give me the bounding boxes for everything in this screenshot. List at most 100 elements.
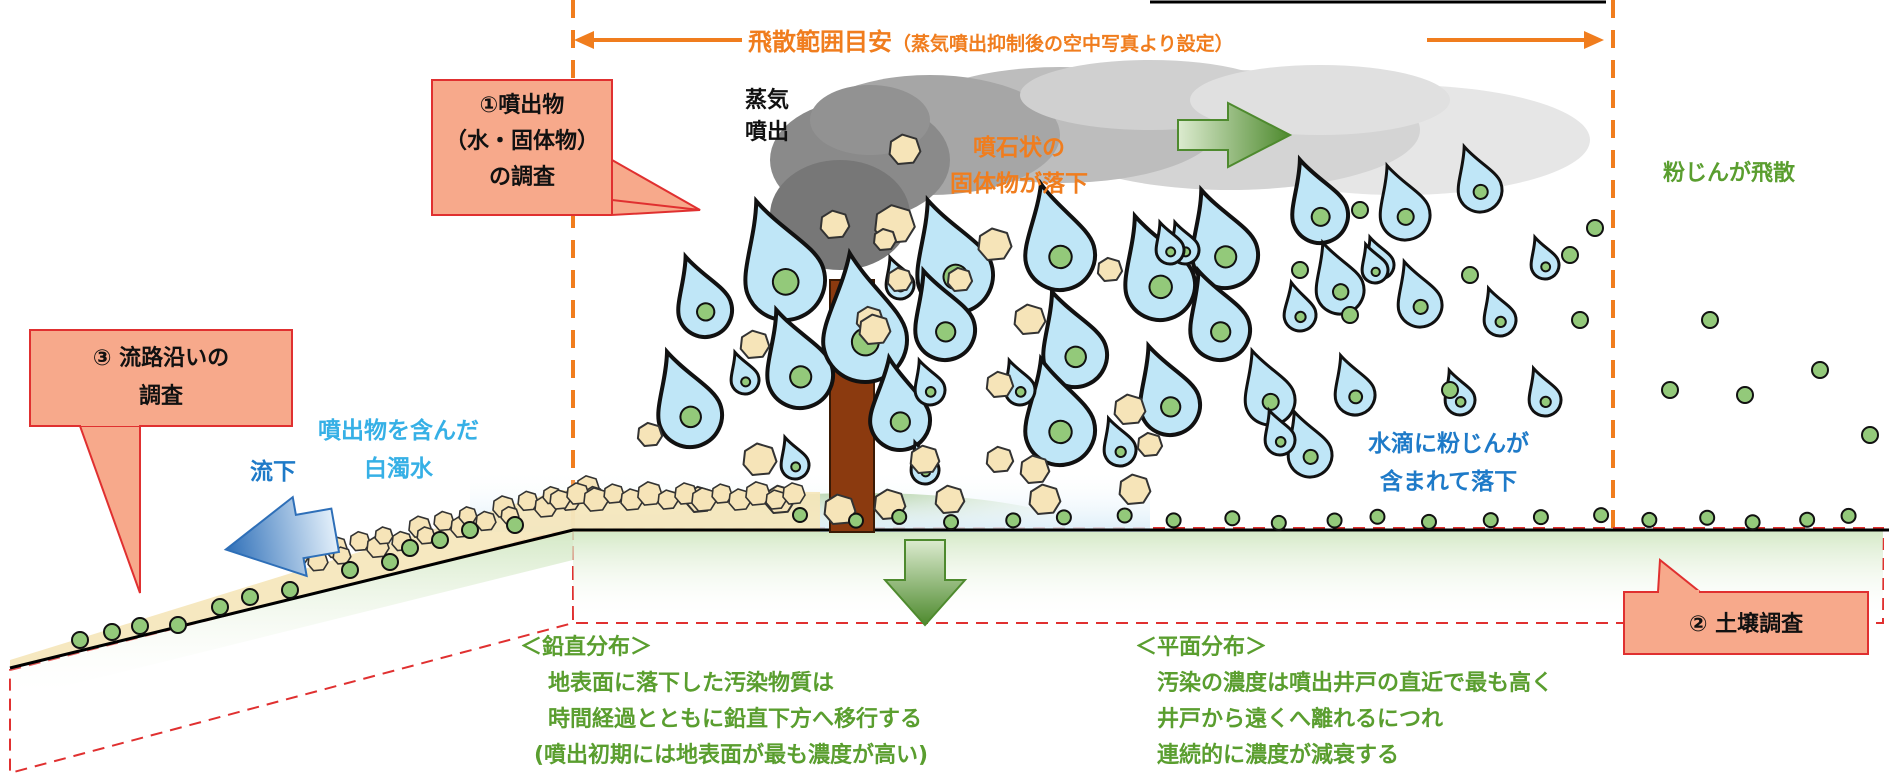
callout-1-line: ①噴出物 xyxy=(479,93,565,118)
dust-dot xyxy=(241,588,259,606)
falling-rocks xyxy=(290,133,1164,572)
vertical-distribution-note: ＜鉛直分布＞ 地表面に落下した汚染物質は 時間経過とともに鉛直下方へ移行する (… xyxy=(520,630,928,774)
rocks-label-line: 固体物が落下 xyxy=(950,171,1088,197)
turbid-water-label-line: 噴出物を含んだ xyxy=(318,418,479,444)
callout-1-line: （水・固体物） xyxy=(444,129,599,154)
dust-dot xyxy=(71,631,89,649)
callout-soil-survey: ② 土壌調査 xyxy=(1688,612,1804,637)
water-drop xyxy=(656,346,724,449)
dust-dot xyxy=(131,617,149,635)
callout-3-line: ③ 流路沿いの xyxy=(92,346,230,371)
water-drop xyxy=(1023,178,1097,292)
rock xyxy=(886,266,914,292)
dust-dot xyxy=(1571,311,1589,329)
dust-dot xyxy=(1744,514,1761,531)
water-drop xyxy=(1041,286,1109,389)
rock xyxy=(691,487,717,512)
dust-dot xyxy=(1799,511,1816,528)
dust-dot xyxy=(891,508,908,525)
dust-dot xyxy=(792,507,808,523)
water-drop xyxy=(1188,265,1252,362)
water-drop xyxy=(1243,346,1297,427)
rock xyxy=(374,526,394,545)
dust-dot xyxy=(1270,514,1287,531)
water-drop xyxy=(1102,414,1138,468)
dust-dot xyxy=(1586,219,1604,237)
vertical-heading: ＜鉛直分布＞ xyxy=(520,635,653,660)
water-drop xyxy=(1263,406,1297,457)
horizontal-heading: ＜平面分布＞ xyxy=(1135,635,1268,660)
vertical-line: (噴出初期には地表面が最も濃度が高い) xyxy=(534,743,929,768)
dust-dot xyxy=(1699,509,1716,526)
dust-dot xyxy=(1224,510,1241,527)
water-drop-label-line: 含まれて落下 xyxy=(1379,469,1518,495)
water-drop xyxy=(1360,240,1390,285)
dust-dot xyxy=(103,623,121,641)
dust-dot xyxy=(1420,513,1437,530)
range-title: 飛散範囲目安（蒸気噴出抑制後の空中写真より設定） xyxy=(742,22,1240,57)
callout-2-shape xyxy=(1623,558,1869,655)
dust-dot xyxy=(1811,361,1829,379)
dust-dot xyxy=(1369,508,1386,525)
callout-3-shape xyxy=(29,329,293,594)
rock xyxy=(657,489,679,510)
rock xyxy=(765,489,787,510)
water-drop xyxy=(779,433,811,481)
turbid-water-label: 噴出物を含んだ 白濁水 xyxy=(318,412,479,488)
steam-label-line: 噴出 xyxy=(745,120,790,145)
rock xyxy=(1013,303,1047,335)
dust-dot xyxy=(1326,512,1343,529)
water-drop xyxy=(1138,340,1202,437)
rock xyxy=(873,228,897,251)
drift-right-arrow xyxy=(1177,101,1293,169)
dust-dot xyxy=(848,512,864,529)
rock xyxy=(985,445,1015,473)
water-drop xyxy=(743,195,827,322)
vertical-line: 時間経過とともに鉛直下方へ移行する xyxy=(548,707,923,732)
horizontal-distribution-note: ＜平面分布＞ 汚染の濃度は噴出井戸の直近で最も高く 井戸から遠くへ離れるにつれ … xyxy=(1135,630,1553,774)
range-title-sub: （蒸気噴出抑制後の空中写真より設定） xyxy=(892,33,1234,55)
range-double-arrow xyxy=(574,31,1604,49)
water-drop xyxy=(1282,278,1318,333)
water-drop xyxy=(1396,257,1444,329)
callout-1-shape xyxy=(431,79,701,217)
dust-dot xyxy=(1661,381,1679,399)
water-drop xyxy=(729,348,761,396)
dust-dot xyxy=(1736,386,1754,404)
dust-dot xyxy=(211,598,229,616)
dust-dot xyxy=(1840,507,1857,524)
rock xyxy=(1096,256,1124,282)
dust-dot xyxy=(1701,311,1719,329)
water-drop xyxy=(1378,161,1432,242)
rock xyxy=(636,421,664,447)
rock xyxy=(583,487,609,512)
rock xyxy=(819,209,851,239)
dust-dot xyxy=(401,539,419,557)
water-drop xyxy=(1154,218,1186,266)
dust-dot xyxy=(943,514,960,531)
rock xyxy=(549,489,571,510)
dust-dot xyxy=(1005,512,1022,529)
rock xyxy=(1113,393,1147,425)
water-drop xyxy=(765,304,835,410)
water-drop-label-line: 水滴に粉じんが xyxy=(1368,431,1529,457)
dust-dot xyxy=(381,553,399,571)
rock xyxy=(1019,454,1051,484)
water-drop xyxy=(1529,233,1561,281)
dust-dot xyxy=(1861,426,1879,444)
water-drop xyxy=(1482,284,1518,338)
rock xyxy=(888,133,922,165)
rock xyxy=(1118,473,1152,505)
water-drop xyxy=(676,251,734,339)
rock xyxy=(782,482,806,505)
flow-label: 流下 xyxy=(250,459,296,485)
rock xyxy=(742,442,778,476)
water-drop xyxy=(1527,364,1563,418)
steam-plume xyxy=(770,60,1590,270)
dust-dot xyxy=(1593,507,1610,524)
rock xyxy=(475,510,497,532)
dust-dot xyxy=(1291,261,1309,279)
flow-down-arrow xyxy=(223,495,341,578)
callout-1-line: の調査 xyxy=(488,165,555,190)
